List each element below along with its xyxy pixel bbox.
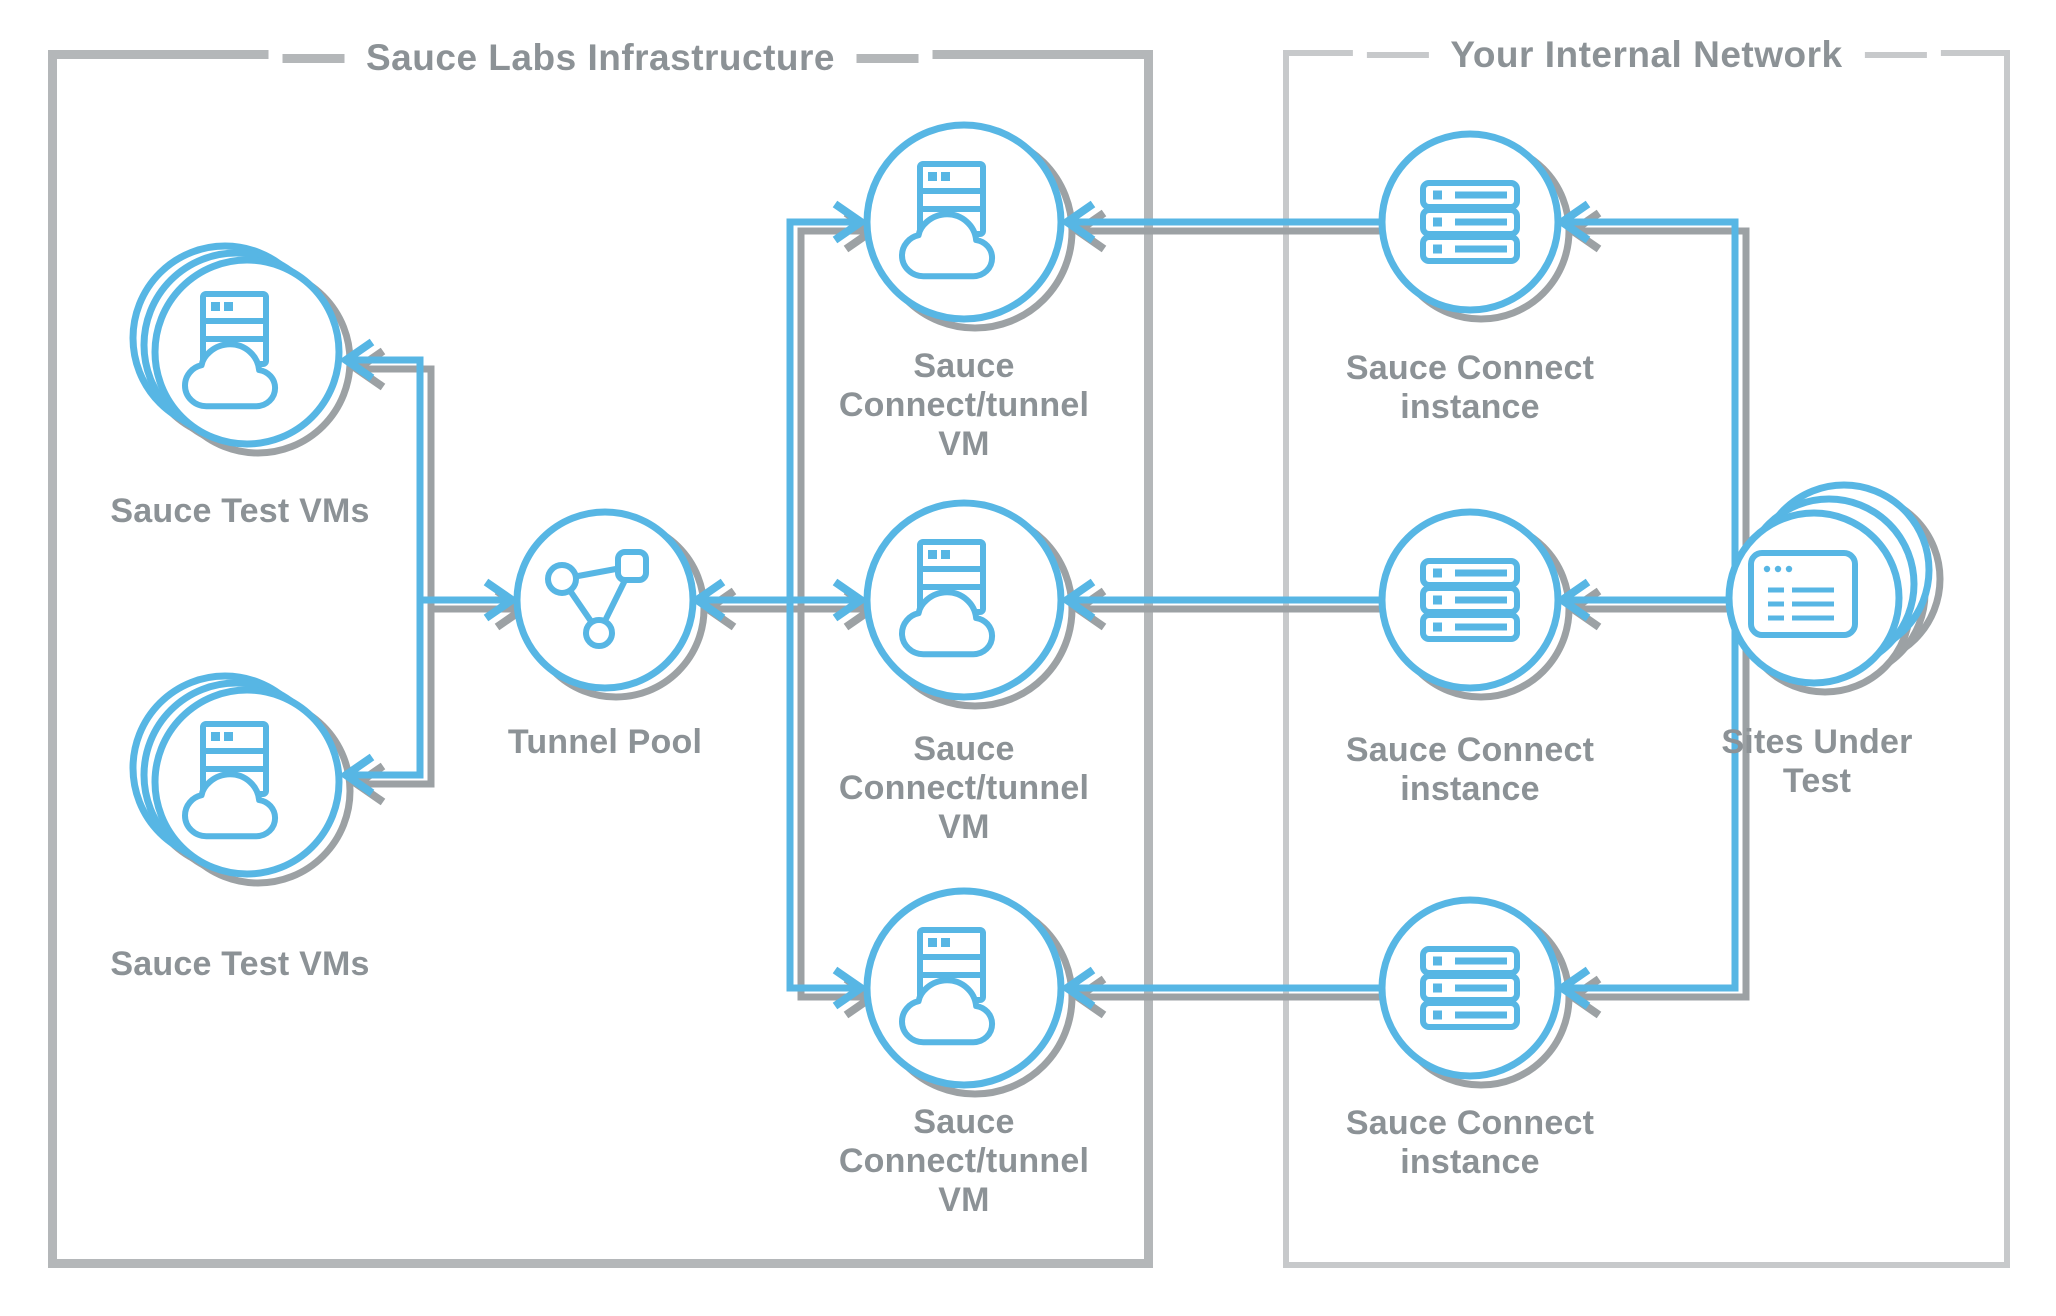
sauce-connect-tunnel-vm-label-middle: Sauce Connect/tunnel VM [838,730,1090,846]
sauce-test-vms-label-bottom: Sauce Test VMs [110,945,370,983]
sauce-test-vms-label-top: Sauce Test VMs [110,492,370,530]
right-box-title: Your Internal Network [1352,32,1941,78]
left-box-title-text: Sauce Labs Infrastructure [366,37,835,78]
sauce-labs-infrastructure-box: Sauce Labs Infrastructure [48,35,1153,1268]
sauce-connect-tunnel-vm-label-bottom: Sauce Connect/tunnel VM [838,1103,1090,1219]
your-internal-network-box: Your Internal Network [1283,32,2010,1268]
tunnel-pool-label: Tunnel Pool [507,723,703,761]
sites-under-test-label: Sites Under Test [1721,723,1913,800]
main-layer [133,125,1929,1085]
sauce-connect-instance-label-top: Sauce Connect instance [1345,349,1595,426]
right-box-title-text: Your Internal Network [1450,34,1843,75]
sauce-connect-instance-label-bottom: Sauce Connect instance [1345,1104,1595,1181]
sauce-connect-instance-label-middle: Sauce Connect instance [1345,731,1595,808]
sauce-connect-tunnel-vm-label-top: Sauce Connect/tunnel VM [838,347,1090,463]
left-box-title: Sauce Labs Infrastructure [268,35,933,81]
